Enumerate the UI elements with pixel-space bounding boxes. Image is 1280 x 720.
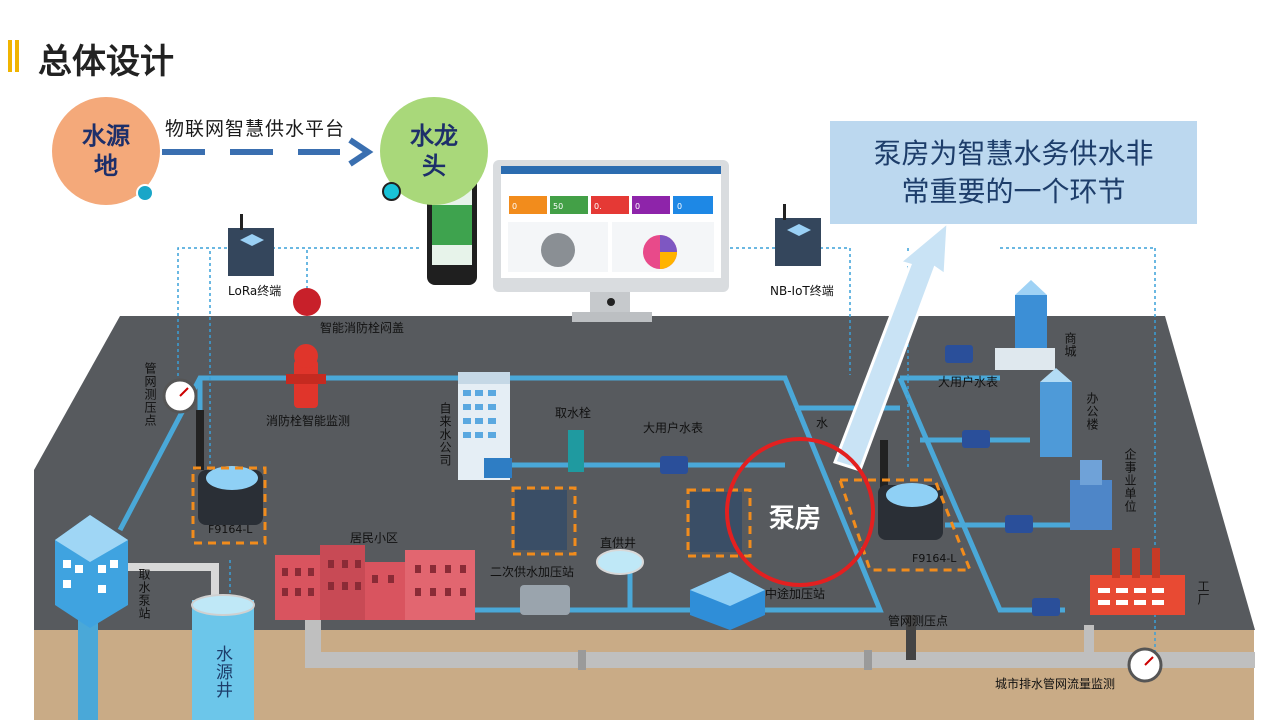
booster-pump-icon: [520, 585, 570, 615]
pressure-gauge-icon: [162, 378, 1163, 683]
mall-building: [995, 280, 1055, 370]
hydrant-monitor-label: 消防栓智能监测: [266, 414, 351, 428]
pipe-pressure-left-label: 管网测压点: [143, 362, 157, 427]
enterprise-building: [1070, 460, 1112, 530]
water-partial-label: 水: [816, 416, 829, 430]
office-label: 办公楼: [1085, 392, 1099, 431]
intake-hydrant-icon: [568, 430, 584, 472]
f9164-label: F9164-L: [912, 552, 957, 565]
factory-building: [1090, 548, 1185, 615]
drain-pipe: [305, 652, 1255, 668]
dash-stat-3: 0.: [594, 202, 602, 211]
office-building: [1040, 368, 1072, 457]
hydrant-icon: [286, 344, 326, 408]
tap-dot: [382, 182, 401, 201]
factory-label: 工厂: [1196, 580, 1210, 606]
intake-pipe: [78, 600, 98, 720]
lora-terminal-icon: [228, 214, 274, 276]
f9164-left-label: F9164-L: [208, 523, 253, 536]
callout-box: 泵房为智慧水务供水非 常重要的一个环节: [830, 121, 1197, 224]
residential-buildings: [275, 545, 475, 620]
smart-meter-right: [878, 440, 943, 540]
hydrant-cover-label: 智能消防栓闷盖: [320, 321, 405, 335]
device-boxes: [191, 466, 973, 572]
pump-room-circle: [725, 437, 875, 587]
direct-well-label: 直供井: [600, 536, 637, 550]
water-company-label: 自来水公司: [438, 402, 452, 467]
pressure-sensor-icon: [906, 615, 916, 660]
title-accent: [8, 40, 12, 72]
relay-station-building: [690, 572, 765, 630]
drain-monitor-label: 城市排水管网流量监测: [995, 677, 1116, 691]
flow-arrow: [162, 137, 374, 167]
smart-meter-left: [196, 410, 263, 525]
source-well-label: 水源井: [212, 645, 232, 699]
dash-stat-2: 50: [553, 202, 564, 211]
enterprise-label: 企事业单位: [1123, 448, 1137, 513]
relay-station-label: 中途加压站: [765, 587, 826, 601]
title-accent-2: [15, 40, 19, 72]
water-meter-icon: [660, 345, 1060, 616]
pipe-pressure-bottom-label: 管网测压点: [888, 614, 949, 628]
hydrant-cover-icon: [293, 288, 321, 316]
secondary-station-label: 二次供水加压站: [490, 565, 575, 579]
nbiot-label: NB-IoT终端: [770, 284, 834, 298]
nbiot-terminal-icon: [775, 204, 821, 266]
source-dot: [136, 184, 154, 202]
source-well: [192, 600, 254, 720]
big-meter-right-label: 大用户水表: [938, 375, 999, 389]
mall-label: 商城: [1063, 332, 1077, 358]
pump-room-label: 泵房: [769, 504, 822, 534]
residential-label: 居民小区: [350, 531, 399, 545]
secondary-device: [515, 490, 567, 550]
dash-stat-5: 0: [677, 202, 683, 211]
callout-arrow: [833, 218, 950, 472]
dash-stat-4: 0: [635, 202, 641, 211]
water-company-building: [458, 372, 512, 480]
lora-label: LoRa终端: [228, 284, 282, 298]
page-title: 总体设计: [38, 42, 174, 82]
comm-lines: [177, 247, 1156, 660]
monitor-icon: [493, 160, 729, 322]
platform-label: 物联网智慧供水平台: [165, 118, 346, 140]
direct-well-shape: [596, 549, 644, 575]
pump-station-building: [55, 515, 128, 628]
intake-hydrant-label: 取水栓: [555, 406, 592, 420]
intake-pump-label: 取水泵站: [137, 568, 151, 620]
big-meter-mid-label: 大用户水表: [643, 421, 704, 435]
dash-stat-1: 0: [512, 202, 518, 211]
